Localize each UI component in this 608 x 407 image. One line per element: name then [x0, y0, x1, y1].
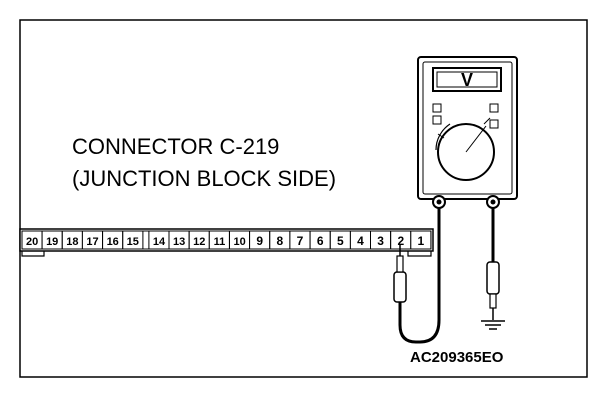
meter-tick-1	[483, 117, 491, 125]
connector-pin-label: 4	[357, 234, 364, 248]
probe-lead-left	[398, 208, 441, 344]
meter-range-box-3	[489, 103, 499, 113]
voltmeter-icon: V	[417, 56, 518, 209]
connector-pin-label: 3	[377, 234, 384, 248]
meter-dial-pointer	[465, 125, 487, 153]
connector-pin-label: 19	[46, 236, 58, 248]
connector-pin-label: 9	[256, 234, 263, 248]
meter-display	[432, 67, 502, 92]
ground-symbol-icon	[481, 320, 505, 330]
figure-frame	[19, 19, 588, 378]
connector-pin-label: 1	[418, 234, 425, 248]
connector-pin-label: 15	[127, 236, 139, 248]
connector-pin-cell	[122, 230, 144, 250]
connector-title: CONNECTOR C-219	[72, 134, 280, 159]
meter-range-box-2	[432, 115, 442, 125]
connector-pin-label: 2	[397, 234, 404, 248]
probe-handle-right	[486, 261, 500, 295]
connector-latch-left	[21, 251, 45, 257]
probe-neck-left	[396, 255, 404, 273]
figure-id: AC209365EO	[410, 349, 504, 366]
connector-pin-label: 17	[86, 236, 98, 248]
connector-pin-label: 10	[233, 236, 245, 248]
meter-range-box-1	[432, 103, 442, 113]
meter-range-box-4	[489, 119, 499, 129]
connector-subtitle: (JUNCTION BLOCK SIDE)	[72, 166, 337, 191]
probe-neck-right	[489, 293, 497, 309]
connector-pin-label: 8	[277, 234, 284, 248]
connector-pin-label: 18	[66, 236, 78, 248]
connector-pin-label: 5	[337, 234, 344, 248]
connector-pin-label: 7	[297, 234, 304, 248]
meter-display-symbol: V	[461, 70, 473, 90]
connector-pin-label: 6	[317, 234, 324, 248]
connector-pin-cell	[410, 230, 432, 250]
meter-body-inner	[422, 61, 513, 195]
probe-handle-left	[393, 271, 407, 303]
meter-tick-2	[437, 133, 445, 139]
connector-pin-label: 16	[107, 236, 119, 248]
meter-display-inner	[436, 71, 498, 88]
connector-latch-right	[407, 251, 432, 257]
meter-jack-com-core	[436, 199, 442, 205]
meter-jack-v-core	[490, 199, 496, 205]
connector-pin-label: 13	[173, 236, 185, 248]
connector-pin-label: 20	[26, 236, 38, 248]
probe-icon	[393, 208, 441, 344]
connector-pin-label: 12	[193, 236, 205, 248]
connector-pin-label: 14	[153, 236, 166, 248]
connector-pin-label: 11	[214, 236, 226, 248]
ground-probe	[481, 208, 505, 330]
